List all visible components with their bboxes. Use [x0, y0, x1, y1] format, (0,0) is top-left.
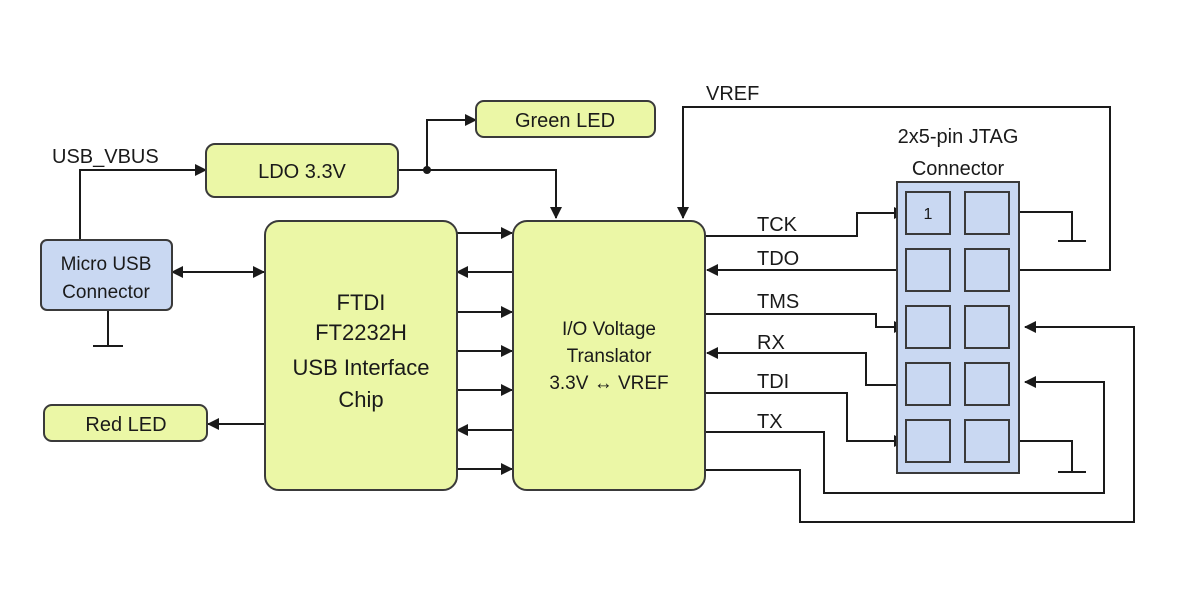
- jtag-ground-bottom-icon: [1009, 440, 1086, 473]
- jtag-pin-2: [964, 191, 1010, 235]
- jtag-ground-top-icon: [1009, 211, 1086, 242]
- micro-usb-ground-icon: [93, 310, 123, 347]
- rx-wire: [706, 347, 905, 386]
- junction-dot: [423, 166, 431, 174]
- jtag-pin-9: [905, 419, 951, 463]
- ftdi-label-line-3: USB Interface: [293, 355, 430, 380]
- translator-label-line-3: 3.3V ↔ VREF: [549, 373, 668, 394]
- jtag-title-line-1: 2x5-pin JTAG: [898, 126, 1019, 148]
- tx-wire: [705, 376, 1105, 494]
- signal-label-tdi: TDI: [757, 371, 789, 393]
- usb-vbus-label: USB_VBUS: [52, 146, 159, 168]
- jtag-pin-7: [905, 362, 951, 406]
- tck-wire: [705, 207, 906, 237]
- green-led-label: Green LED: [515, 110, 615, 132]
- signal-label-tck: TCK: [757, 214, 798, 236]
- green-led-block: [475, 100, 656, 138]
- ldo-label: LDO 3.3V: [258, 161, 346, 183]
- green-led-wire: [426, 114, 477, 170]
- vref-label: VREF: [706, 83, 759, 105]
- signal-label-tms: TMS: [757, 291, 799, 313]
- red-led-block: [43, 404, 208, 442]
- micro-usb-connector-block: [40, 239, 173, 311]
- jtag-pins: [905, 191, 1010, 463]
- pin-1-label: 1: [924, 206, 933, 223]
- micro-usb-label-line-1: Micro USB: [61, 254, 152, 275]
- ftdi-label-line-1: FTDI: [337, 290, 386, 315]
- ldo-output-wire: [398, 169, 562, 219]
- voltage-translator-block: [512, 220, 706, 491]
- jtag-pin-5: [905, 305, 951, 349]
- jtag-pin-1: [905, 191, 951, 235]
- micro-usb-label-line-2: Connector: [62, 282, 150, 303]
- ldo-block: [205, 143, 399, 198]
- translator-label-line-2: Translator: [567, 346, 652, 367]
- jtag-title-line-2: Connector: [912, 158, 1005, 180]
- vref-wire: [677, 106, 1111, 271]
- ftdi-chip-block: [264, 220, 458, 491]
- tms-wire: [705, 313, 906, 333]
- translator-label-line-1: I/O Voltage: [562, 319, 656, 340]
- tdi-wire: [705, 392, 906, 447]
- ftdi-label-line-4: Chip: [338, 387, 383, 412]
- ftdi-label-line-2: FT2232H: [315, 320, 407, 345]
- jtag-pin-3: [905, 248, 951, 292]
- red-led-label: Red LED: [85, 414, 166, 436]
- signal-label-tdo: TDO: [757, 248, 799, 270]
- signal-label-rx: RX: [757, 332, 785, 354]
- jtag-pin-6: [964, 305, 1010, 349]
- usb-vbus-wire: [79, 164, 207, 240]
- jtag-pin-8: [964, 362, 1010, 406]
- jtag-pin-10: [964, 419, 1010, 463]
- signal-label-tx: TX: [757, 411, 783, 433]
- jtag-pin-4: [964, 248, 1010, 292]
- return-wire: [705, 321, 1135, 523]
